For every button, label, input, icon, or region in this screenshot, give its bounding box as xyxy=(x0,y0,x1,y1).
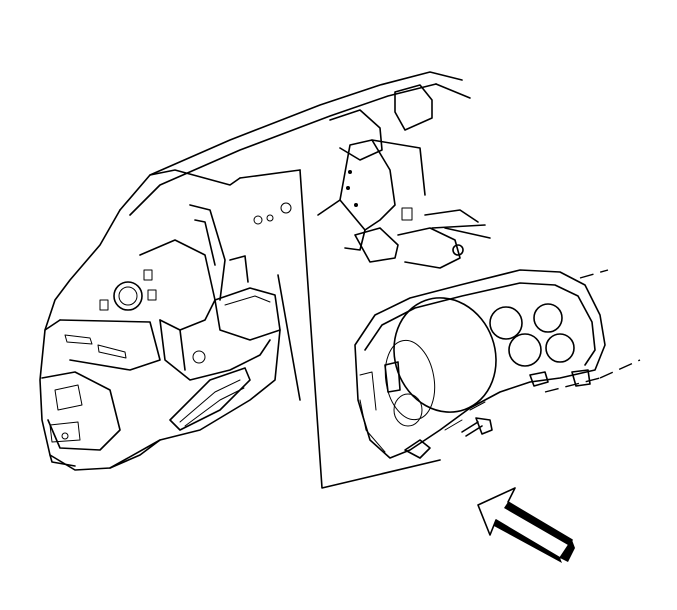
alignment-dashes xyxy=(544,269,641,393)
instrument-cluster xyxy=(354,269,606,459)
instrument-panel-carrier xyxy=(39,71,491,471)
installation-arrow xyxy=(477,487,575,563)
alignment-frame xyxy=(239,169,441,489)
mounting-screw xyxy=(461,417,493,437)
